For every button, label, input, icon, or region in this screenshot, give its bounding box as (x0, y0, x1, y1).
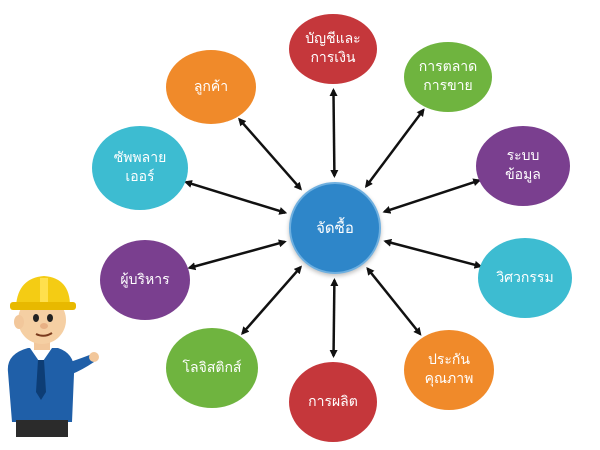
node-customer: ลูกค้า (166, 50, 256, 124)
node-information-system: ระบบ ข้อมูล (476, 126, 570, 206)
node-engineering: วิศวกรรม (478, 238, 572, 318)
node-production: การผลิต (289, 362, 377, 442)
node-logistics: โลจิสติกส์ (166, 328, 258, 408)
node-supplier: ซัพพลาย เออร์ (92, 126, 188, 210)
arrow-management (187, 239, 287, 271)
node-accounting: บัญชีและ การเงิน (289, 14, 377, 84)
center-node-purchasing: จัดซื้อ (289, 182, 381, 274)
node-marketing: การตลาด การขาย (404, 42, 492, 112)
arrow-accounting (329, 87, 339, 179)
arrow-production (329, 277, 339, 359)
arrow-engineering (383, 238, 483, 269)
arrow-supplier (183, 180, 288, 215)
node-management: ผู้บริหาร (100, 240, 190, 320)
arrow-customer (238, 117, 302, 191)
arrow-marketing (364, 108, 425, 188)
arrow-system (382, 178, 482, 214)
arrow-qa (366, 266, 422, 336)
construction-worker-icon (7, 276, 99, 437)
arrow-logistics (241, 265, 302, 335)
node-quality-assurance: ประกัน คุณภาพ (404, 330, 494, 410)
